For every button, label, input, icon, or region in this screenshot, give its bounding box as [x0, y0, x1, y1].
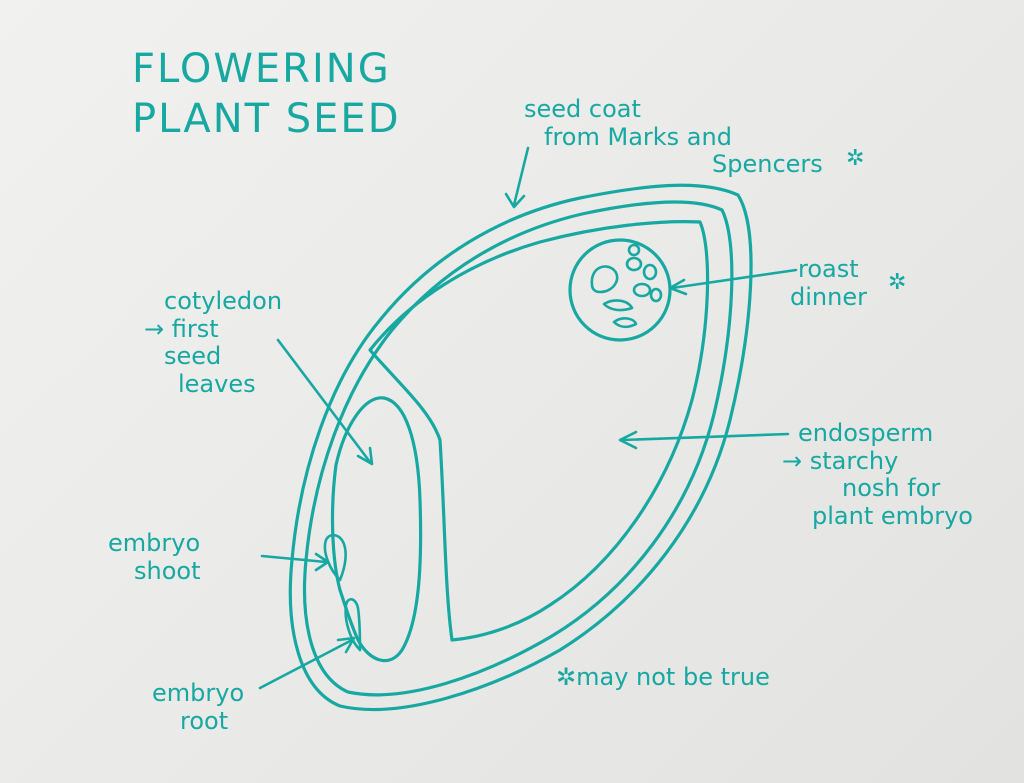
- cotyledon-line-1: cotyledon: [164, 287, 283, 315]
- endosperm-line-1: endosperm: [798, 419, 934, 447]
- seed-coat-inner: [302, 200, 734, 697]
- embryo-root: [344, 598, 362, 652]
- footnote-star-icon: ✲: [556, 663, 577, 691]
- cotyledon-outline: [330, 396, 423, 663]
- roast-dinner-star-icon: ✲: [888, 270, 907, 295]
- cotyledon-line-2: → first: [144, 314, 219, 343]
- seed-coat-pointer: [512, 146, 530, 207]
- seed-coat-line-2: from Marks and: [544, 122, 732, 151]
- footnote-text: may not be true: [576, 663, 770, 691]
- cotyledon-pointer: [276, 338, 372, 464]
- seed-coat-outer: [288, 183, 753, 712]
- roast-dinner-pointer: [670, 268, 798, 290]
- diagram-title: FLOWERING PLANT SEED: [132, 44, 401, 144]
- embryo-root-line-1: embryo: [152, 679, 245, 707]
- endosperm-pointer: [620, 432, 790, 442]
- cotyledon-line-3: seed: [164, 342, 222, 371]
- roast-dinner-plate: [568, 238, 672, 342]
- embryo-shoot-label: embryo shoot: [108, 529, 201, 585]
- footnote: ✲may not be true: [556, 663, 770, 692]
- roast-dinner-line-1: roast: [798, 255, 859, 283]
- seed-coat-line-1: seed coat: [524, 95, 641, 123]
- title-line-2: PLANT SEED: [132, 96, 401, 142]
- endosperm-label: endosperm → starchy nosh for plant embry…: [782, 419, 973, 530]
- endosperm-boundary: [368, 220, 710, 642]
- seed-coat-label: seed coat from Marks and Spencers: [524, 95, 823, 179]
- embryo-root-line-2: root: [180, 706, 229, 735]
- seed-coat-star-icon: ✲: [846, 146, 865, 171]
- cotyledon-label: cotyledon → first seed leaves: [144, 287, 283, 398]
- title-line-1: FLOWERING: [132, 46, 391, 92]
- roast-dinner-line-2: dinner: [790, 282, 867, 311]
- embryo-shoot-line-1: embryo: [108, 529, 201, 557]
- endosperm-line-4: plant embryo: [812, 501, 973, 530]
- endosperm-line-2: → starchy: [782, 446, 899, 475]
- pointer-lines: [258, 146, 798, 690]
- embryo-shoot-line-2: shoot: [134, 556, 201, 585]
- roast-dinner-food: [590, 243, 663, 329]
- embryo-shoot-pointer: [260, 554, 328, 564]
- roast-dinner-label: roast dinner: [790, 255, 867, 311]
- embryo-root-label: embryo root: [152, 679, 245, 735]
- seed-coat-line-3: Spencers: [712, 150, 823, 179]
- cotyledon-line-4: leaves: [178, 369, 256, 398]
- endosperm-line-3: nosh for: [842, 474, 941, 503]
- embryo-root-pointer: [258, 638, 354, 690]
